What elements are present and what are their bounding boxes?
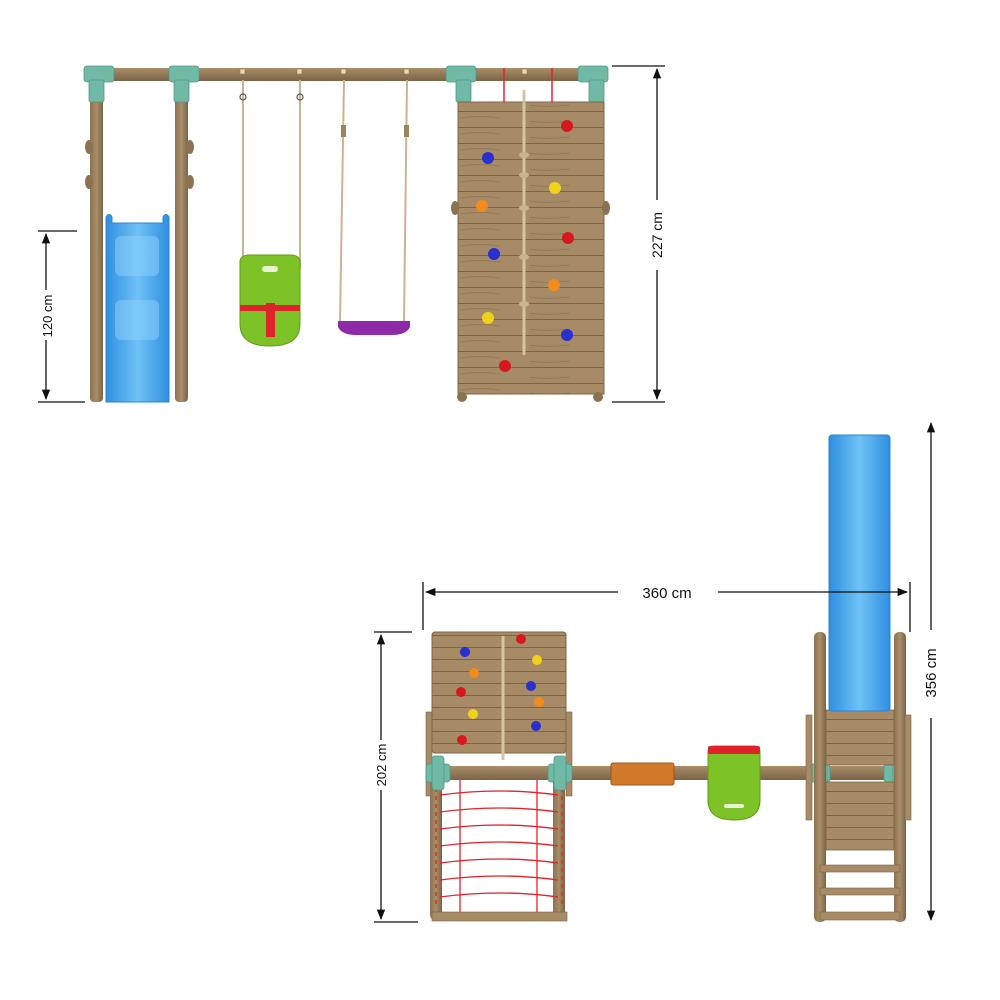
front-view: 120 cm 227 cm <box>38 65 665 403</box>
dimension-360cm: 360 cm <box>422 582 911 632</box>
climbing-holds-top <box>456 634 544 745</box>
left-post-2 <box>175 80 188 402</box>
slide <box>105 214 170 403</box>
flat-swing <box>338 79 410 335</box>
slide-top <box>828 434 891 712</box>
swing-seat-top <box>610 762 675 786</box>
ladder <box>819 864 901 921</box>
slide-tower <box>805 632 912 922</box>
connector-icons <box>83 65 609 103</box>
dim-label-202: 202 cm <box>374 744 389 787</box>
dimension-120cm: 120 cm <box>38 230 85 403</box>
baby-seat-top <box>707 745 761 821</box>
climbing-wall-top <box>425 631 573 797</box>
dim-label-360: 360 cm <box>642 585 691 602</box>
dimension-356cm: 356 cm <box>923 421 940 922</box>
dim-label-120: 120 cm <box>40 295 55 338</box>
dim-label-227: 227 cm <box>649 212 665 258</box>
cargo-net <box>430 768 568 922</box>
left-post-1 <box>90 80 103 402</box>
beam-brackets <box>239 68 528 75</box>
climbing-holds <box>476 120 574 372</box>
dimension-202cm: 202 cm <box>374 631 418 923</box>
top-view: 360 cm 202 cm 356 cm <box>374 421 940 923</box>
dimension-227cm: 227 cm <box>612 65 665 403</box>
climbing-wall-front <box>451 68 610 402</box>
baby-swing <box>239 80 304 347</box>
dim-label-356: 356 cm <box>923 648 940 697</box>
